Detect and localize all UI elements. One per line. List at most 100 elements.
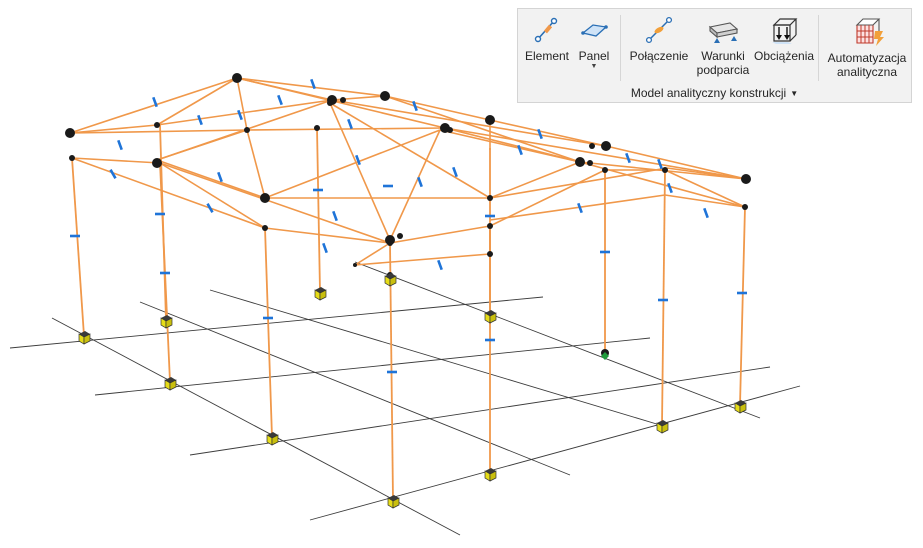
analytical-node [741,174,751,184]
release-marker [537,128,543,140]
ribbon-separator [620,15,621,81]
loads-button[interactable]: Obciążenia [754,13,814,81]
analytical-beam [246,129,266,199]
support-right [392,497,400,509]
release-marker [600,250,610,254]
analytical-beam [156,77,238,126]
analytical-beam [331,99,607,147]
release-marker [737,291,747,295]
analytical-beam [439,129,581,163]
analytical-node [602,167,608,173]
release-marker [387,370,397,374]
analytical-beam [329,102,491,199]
analytical-node [485,115,495,125]
analytical-beam [444,127,747,180]
boundary-conditions-label-line1: Warunki [701,49,745,63]
release-marker [313,188,323,192]
ribbon-group-label[interactable]: Model analityczny konstrukcji▼ [518,86,911,100]
analytical-node [260,193,270,203]
release-marker [197,114,203,126]
analytical-beam [489,167,668,199]
analytical-node [380,91,390,101]
panel-button-label: Panel [578,49,610,63]
analytical-automation-label-line1: Automatyzacja [827,51,907,65]
support-right [271,434,279,446]
analytical-beam [331,95,386,101]
support-right [661,422,669,434]
analytical-column [71,157,85,337]
chevron-down-icon: ▼ [790,89,799,98]
release-marker [667,182,673,194]
support-right [739,402,747,414]
analytical-beam [236,77,446,129]
analytical-beam [264,227,391,244]
support-right [489,470,497,482]
analytical-node [487,195,493,201]
analytical-beam [605,145,747,180]
ribbon-separator [818,15,819,81]
analytical-automation-label-line2: analityczna [836,65,898,79]
analytical-beam [489,119,607,147]
grid-line [94,337,651,396]
analytical-beam [71,157,161,164]
chevron-down-icon: ▼ [590,63,598,70]
analytical-column [264,227,273,438]
analytical-beam [354,253,491,266]
connection-button[interactable]: Połączenie [628,13,690,81]
analytical-beam [71,157,266,229]
analytical-nodes [65,73,751,357]
analytical-node [387,240,393,246]
boundary-conditions-label-line2: podparcia [696,63,750,77]
release-marker [437,259,443,271]
analytical-beam [246,127,446,131]
analytical-node [69,155,75,161]
analytical-beam [69,129,248,134]
analytical-node [152,158,162,168]
analytical-node [742,204,748,210]
analytical-node [487,223,493,229]
analytical-beam [69,77,238,134]
release-marker [347,118,353,130]
release-marker [417,176,423,188]
grid-line [309,385,801,521]
analytical-node [447,127,453,133]
release-marker [310,78,316,90]
analytical-node [232,73,242,83]
analytical-beam [264,129,441,199]
analytical-member-icon [534,17,558,43]
release-marker [263,316,273,320]
analytical-column [316,127,321,293]
analytical-node [353,263,357,267]
analytical-column [739,206,746,406]
analytical-beam [354,242,391,266]
release-marker [155,212,165,216]
analytical-beam [384,95,581,163]
analytical-node [340,97,346,103]
support-fixed [601,352,609,360]
grid-line [189,366,771,456]
release-marker [355,154,361,166]
panel-button[interactable]: Panel ▼ [574,13,614,81]
analytical-beam [236,77,248,131]
analytical-node [575,157,585,167]
analytical-node [65,128,75,138]
support-right [83,333,91,345]
support-symbols [78,273,747,509]
grid-line [9,296,544,349]
grid-line [354,261,761,419]
loads-icon [772,18,798,44]
release-marker [703,207,709,219]
element-button[interactable]: Element [522,13,572,81]
ribbon-group-title: Model analityczny konstrukcji [630,86,787,100]
analytical-node [244,127,250,133]
release-marker [658,298,668,302]
analytical-beam [156,159,266,199]
release-marker [577,202,583,214]
release-marker [517,144,523,156]
analytical-node [262,225,268,231]
release-marker [485,338,495,342]
